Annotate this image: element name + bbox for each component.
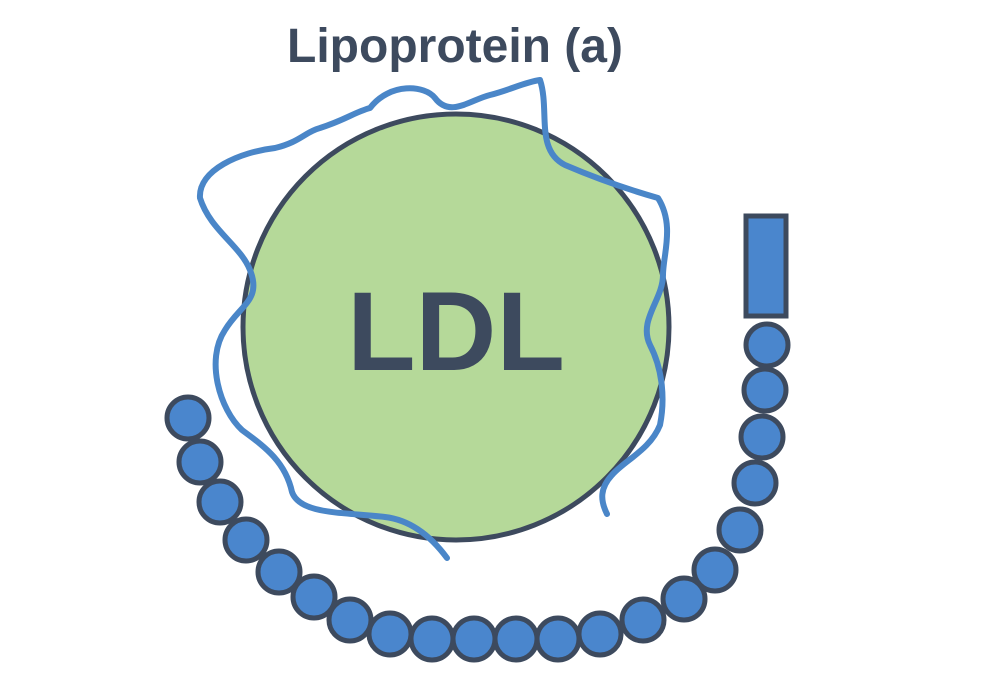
kringle-bead xyxy=(743,321,791,369)
kringle-bead xyxy=(255,548,303,596)
kringle-bead xyxy=(164,394,212,442)
kringle-bead xyxy=(196,478,244,526)
protease-domain xyxy=(743,213,789,319)
kringle-bead xyxy=(741,366,789,414)
kringle-bead xyxy=(738,413,786,461)
apob-strand xyxy=(197,77,671,561)
apo-a-kringle-chain xyxy=(164,321,791,663)
kringle-bead xyxy=(731,459,779,507)
kringle-bead xyxy=(176,438,224,486)
diagram-title: Lipoprotein (a) xyxy=(287,20,623,73)
kringle-bead xyxy=(576,610,624,658)
kringle-bead xyxy=(492,615,540,663)
kringle-bead xyxy=(222,516,270,564)
kringle-bead xyxy=(450,615,498,663)
kringle-bead xyxy=(326,596,374,644)
kringle-bead xyxy=(660,575,708,623)
ldl-particle xyxy=(240,111,672,543)
kringle-bead xyxy=(619,596,667,644)
kringle-bead xyxy=(716,506,764,554)
kringle-bead xyxy=(534,615,582,663)
kringle-bead xyxy=(408,615,456,663)
kringle-bead xyxy=(366,610,414,658)
kringle-bead xyxy=(691,546,739,594)
kringle-bead xyxy=(290,573,338,621)
ldl-label: LDL xyxy=(347,269,565,394)
